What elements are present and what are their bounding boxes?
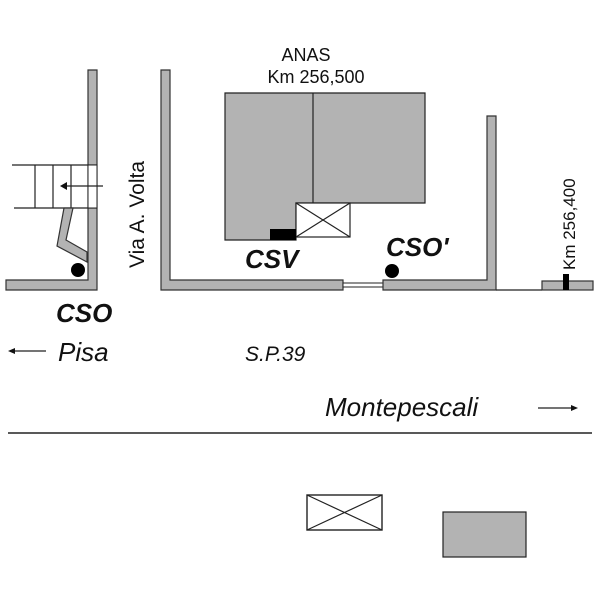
anas-label: ANAS: [281, 45, 330, 65]
legend-building-symbol: [442, 511, 527, 558]
cso-label: CSO: [56, 298, 112, 328]
street-label: Via A. Volta: [126, 161, 149, 268]
arrow-left-icon: [8, 348, 46, 354]
central-wall: [160, 69, 344, 291]
crossed-area: [295, 202, 351, 238]
road-label: S.P.39: [245, 343, 306, 366]
cso-point: [71, 263, 85, 277]
stair-direction-arrow-icon: [60, 182, 103, 190]
csv-label: CSV: [245, 244, 301, 274]
legend-crossed-symbol: [306, 494, 383, 531]
ramp: [56, 207, 88, 263]
right-wall: [382, 115, 497, 291]
csv-marker: [270, 229, 296, 240]
montepescali-label: Montepescali: [325, 392, 479, 422]
gate: [342, 282, 384, 288]
km-marker-post: [563, 274, 569, 290]
pisa-label: Pisa: [58, 337, 109, 367]
cso-prime-point: [385, 264, 399, 278]
km-400-label: Km 256,400: [560, 178, 579, 270]
left-wall: [5, 69, 98, 291]
km-500-label: Km 256,500: [267, 67, 364, 87]
cso-prime-label: CSO': [386, 232, 449, 262]
arrow-right-icon: [538, 405, 578, 411]
